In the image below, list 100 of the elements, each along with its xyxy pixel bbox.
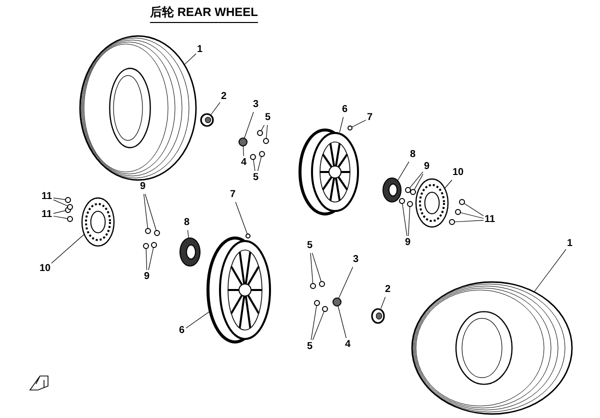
callout-number: 4	[241, 157, 247, 169]
leader-line	[338, 306, 346, 338]
brake-disc-drawing	[81, 197, 115, 247]
leader-line	[402, 203, 408, 236]
diagram-title: 后轮 REAR WHEEL	[150, 4, 258, 23]
stud	[410, 189, 416, 195]
leader-line	[51, 234, 85, 264]
lug-nut	[259, 151, 265, 157]
callout-number: 3	[353, 254, 359, 266]
leader-line	[184, 53, 196, 65]
axle-nut	[332, 298, 342, 306]
leader-line	[414, 174, 424, 190]
leader-line	[310, 252, 314, 284]
leader-line	[144, 194, 157, 231]
callout-number: 11	[484, 214, 496, 226]
leader-line	[210, 102, 220, 115]
callout-number: 5	[253, 172, 259, 184]
callout-number: 5	[265, 112, 271, 124]
leader-line	[454, 220, 484, 222]
leader-line	[310, 305, 317, 340]
callout-number: 10	[452, 167, 464, 179]
leader-line	[260, 124, 265, 132]
bolt	[67, 204, 73, 210]
leader-line	[534, 249, 566, 292]
callout-number: 1	[567, 238, 573, 250]
leader-line	[338, 266, 354, 299]
leader-line	[146, 248, 148, 270]
bolt	[449, 219, 455, 225]
leader-line	[409, 172, 424, 188]
leader-line	[148, 247, 154, 270]
hub-cap-drawing	[371, 308, 385, 324]
callout-number: 10	[40, 263, 51, 275]
callout-number: 5	[307, 341, 313, 353]
callout-number: 9	[424, 161, 430, 173]
callout-number: 11	[42, 191, 52, 203]
bolt	[67, 216, 73, 222]
stud	[154, 230, 160, 236]
leader-line	[408, 206, 410, 236]
lug-nut	[310, 283, 316, 289]
bolt	[459, 199, 465, 205]
valve-stem	[246, 234, 250, 238]
stud	[143, 243, 149, 249]
leader-line	[187, 230, 189, 238]
hub-drawing	[382, 178, 402, 202]
leader-line	[53, 200, 68, 206]
leader-line	[352, 120, 366, 128]
axle-nut	[238, 138, 248, 146]
callout-number: 9	[144, 271, 150, 283]
brake-disc-drawing	[415, 178, 449, 228]
callout-number: 6	[179, 325, 185, 337]
lug-nut	[257, 130, 263, 136]
leader-line	[266, 124, 268, 139]
leader-line	[312, 311, 324, 340]
leader-line	[464, 203, 484, 216]
callout-number: 2	[385, 284, 391, 296]
leader-line	[144, 194, 148, 229]
callout-number: 6	[342, 104, 348, 116]
leader-line	[397, 161, 410, 181]
callout-number: 7	[367, 112, 373, 124]
leader-line	[444, 180, 452, 189]
leader-line	[53, 198, 66, 200]
hub-drawing	[180, 238, 200, 266]
leader-line	[186, 310, 211, 328]
tire-drawing	[79, 35, 197, 181]
callout-number: 1	[197, 44, 203, 56]
leader-line	[244, 112, 254, 139]
rim-drawing	[206, 236, 271, 344]
leader-line	[253, 159, 256, 172]
lug-nut	[250, 154, 256, 160]
leader-line	[242, 146, 244, 156]
stud	[399, 198, 405, 204]
callout-number: 7	[230, 189, 236, 201]
leader-line	[380, 296, 386, 309]
hub-cap-drawing	[200, 113, 214, 127]
callout-number: 4	[345, 339, 351, 351]
bolt	[455, 209, 461, 215]
leader-line	[235, 202, 248, 234]
callout-number: 11	[42, 209, 52, 221]
leader-line	[339, 116, 344, 133]
callout-number: 8	[184, 217, 190, 229]
valve-stem	[348, 126, 352, 130]
lug-nut	[322, 306, 328, 312]
rim-drawing	[298, 128, 359, 216]
lug-nut	[263, 138, 269, 144]
lug-nut	[319, 281, 325, 287]
stud	[145, 228, 151, 234]
callout-number: 3	[253, 99, 259, 111]
tire-drawing	[411, 281, 573, 415]
lug-nut	[314, 300, 320, 306]
leader-line	[53, 210, 66, 214]
callout-number: 2	[221, 91, 227, 103]
stud	[405, 187, 411, 193]
callout-number: 5	[307, 240, 313, 252]
callout-number: 8	[410, 149, 416, 161]
callout-number: 9	[140, 181, 146, 193]
callout-number: 9	[405, 237, 411, 249]
stud	[151, 242, 157, 248]
stud	[407, 201, 413, 207]
leader-line	[460, 212, 484, 219]
bolt	[65, 197, 71, 203]
